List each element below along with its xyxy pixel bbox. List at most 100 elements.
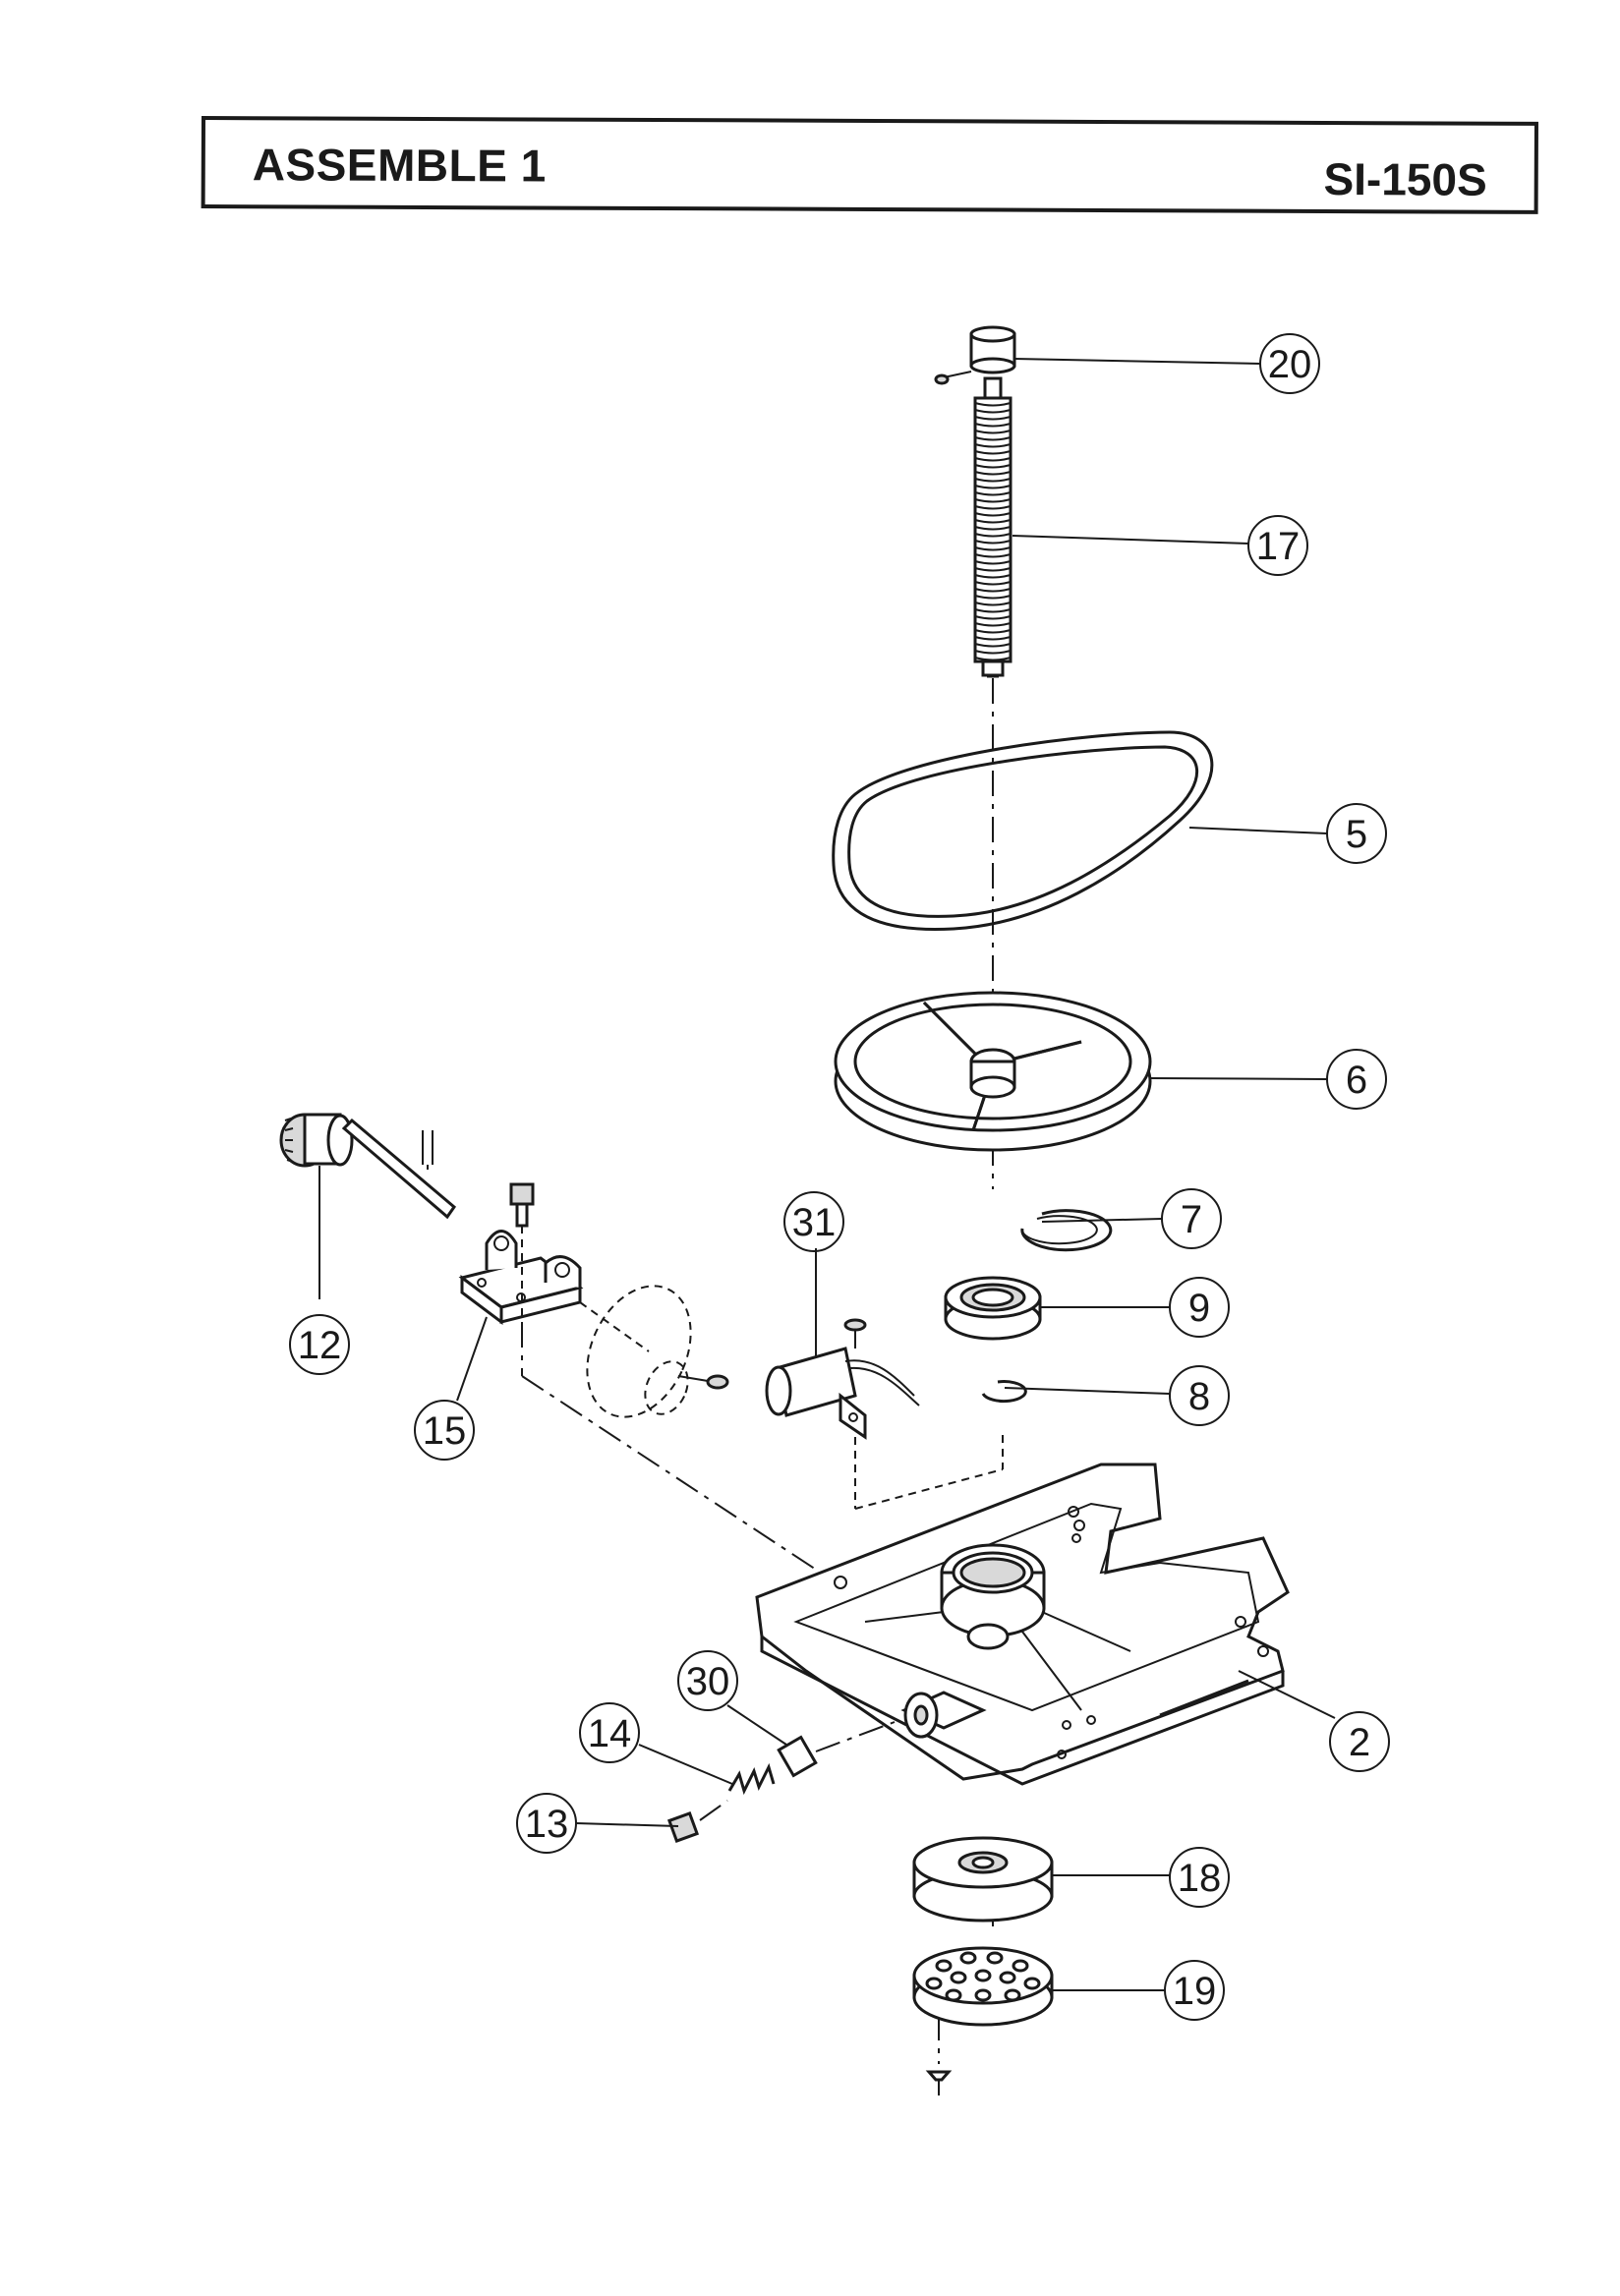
dashed-gear bbox=[579, 1285, 729, 1418]
part-17-screw-shaft bbox=[973, 376, 1012, 678]
callout-31: 31 bbox=[783, 1191, 844, 1252]
part-20-collar bbox=[934, 325, 1016, 385]
part-18-lower-pulley bbox=[912, 1836, 1054, 1923]
callout-15: 15 bbox=[414, 1400, 475, 1461]
disc-stud bbox=[974, 1969, 992, 1982]
thread-line bbox=[974, 485, 1012, 489]
callout-30: 30 bbox=[677, 1650, 738, 1711]
thread-line bbox=[974, 402, 1012, 407]
svg-text:15: 15 bbox=[423, 1409, 467, 1453]
callout-6: 6 bbox=[1326, 1049, 1387, 1110]
svg-text:2: 2 bbox=[1349, 1721, 1370, 1764]
thread-line bbox=[974, 581, 1012, 586]
thread-line bbox=[974, 636, 1012, 641]
thread-line bbox=[974, 450, 1012, 455]
svg-text:14: 14 bbox=[588, 1712, 632, 1755]
disc-stud bbox=[986, 1951, 1004, 1965]
callout-20: 20 bbox=[1259, 333, 1320, 394]
svg-text:9: 9 bbox=[1188, 1287, 1210, 1330]
svg-text:20: 20 bbox=[1268, 343, 1312, 386]
disc-stud bbox=[974, 1988, 992, 2002]
callout-13: 13 bbox=[516, 1793, 577, 1854]
thread-line bbox=[974, 519, 1012, 524]
part-2-base-plate bbox=[755, 1463, 1290, 1786]
callout-18: 18 bbox=[1169, 1847, 1230, 1908]
callout-7: 7 bbox=[1161, 1188, 1222, 1249]
callout-14: 14 bbox=[579, 1702, 640, 1763]
thread-line bbox=[974, 622, 1012, 627]
part-13-set-screw bbox=[666, 1800, 728, 1844]
svg-text:19: 19 bbox=[1173, 1970, 1217, 2013]
disc-stud bbox=[950, 1971, 967, 1984]
svg-text:30: 30 bbox=[686, 1660, 730, 1703]
thread-line bbox=[974, 512, 1012, 517]
thread-line bbox=[974, 457, 1012, 462]
thread-line bbox=[974, 560, 1012, 565]
svg-text:6: 6 bbox=[1346, 1059, 1367, 1102]
callout-8: 8 bbox=[1169, 1365, 1230, 1426]
thread-line bbox=[974, 464, 1012, 469]
part-12-gear-shaft bbox=[279, 1113, 457, 1220]
callout-2: 2 bbox=[1329, 1711, 1390, 1772]
svg-text:18: 18 bbox=[1178, 1857, 1222, 1900]
disc-stud bbox=[945, 1988, 962, 2002]
part-31-component bbox=[765, 1318, 1004, 1510]
disc-stud bbox=[1004, 1988, 1021, 2002]
part-30-sleeve bbox=[777, 1721, 896, 1778]
part-15-bracket bbox=[458, 1182, 837, 1583]
svg-text:5: 5 bbox=[1346, 813, 1367, 856]
thread-line bbox=[974, 533, 1012, 538]
thread-line bbox=[974, 423, 1012, 428]
thread-line bbox=[974, 595, 1012, 600]
part-6-pulley bbox=[834, 991, 1152, 1152]
thread-line bbox=[974, 471, 1012, 476]
thread-line bbox=[974, 540, 1012, 545]
thread-line bbox=[974, 588, 1012, 593]
svg-text:13: 13 bbox=[525, 1803, 569, 1846]
disc-stud bbox=[925, 1977, 943, 1990]
thread-line bbox=[974, 643, 1012, 648]
thread-line bbox=[974, 546, 1012, 551]
thread-line bbox=[974, 430, 1012, 434]
thread-line bbox=[974, 650, 1012, 655]
callout-5: 5 bbox=[1326, 803, 1387, 864]
thread-line bbox=[974, 436, 1012, 441]
leader-lines bbox=[318, 358, 1336, 1991]
thread-line bbox=[974, 478, 1012, 483]
thread-line bbox=[974, 567, 1012, 572]
disc-stud bbox=[1023, 1977, 1041, 1990]
thread-line bbox=[974, 608, 1012, 613]
part-5-belt bbox=[832, 730, 1214, 932]
thread-line bbox=[974, 602, 1012, 606]
part-8-small-snap-ring bbox=[981, 1380, 1027, 1404]
callout-9: 9 bbox=[1169, 1277, 1230, 1338]
part-14-spring bbox=[727, 1762, 776, 1796]
thread-line bbox=[974, 443, 1012, 448]
thread-line bbox=[974, 498, 1012, 503]
part-19-studded-disc bbox=[912, 1946, 1054, 2095]
svg-text:12: 12 bbox=[298, 1324, 342, 1367]
thread-line bbox=[974, 615, 1012, 620]
callout-12: 12 bbox=[289, 1314, 350, 1375]
svg-text:7: 7 bbox=[1181, 1198, 1202, 1241]
svg-text:17: 17 bbox=[1256, 525, 1301, 568]
thread-line bbox=[974, 505, 1012, 510]
callouts: 20 17 5 6 7 31 bbox=[289, 333, 1390, 2021]
part-7-snap-ring bbox=[1020, 1209, 1113, 1252]
callout-17: 17 bbox=[1247, 515, 1308, 576]
disc-stud bbox=[999, 1971, 1016, 1984]
thread-line bbox=[974, 491, 1012, 496]
thread-line bbox=[974, 629, 1012, 634]
disc-stud bbox=[1012, 1959, 1029, 1973]
callout-19: 19 bbox=[1164, 1960, 1225, 2021]
disc-stud bbox=[935, 1959, 953, 1973]
svg-text:31: 31 bbox=[792, 1201, 837, 1244]
thread-line bbox=[974, 409, 1012, 414]
svg-text:8: 8 bbox=[1188, 1375, 1210, 1418]
thread-line bbox=[974, 574, 1012, 579]
thread-line bbox=[974, 416, 1012, 421]
disc-stud bbox=[959, 1951, 977, 1965]
part-9-bearing bbox=[944, 1276, 1042, 1341]
